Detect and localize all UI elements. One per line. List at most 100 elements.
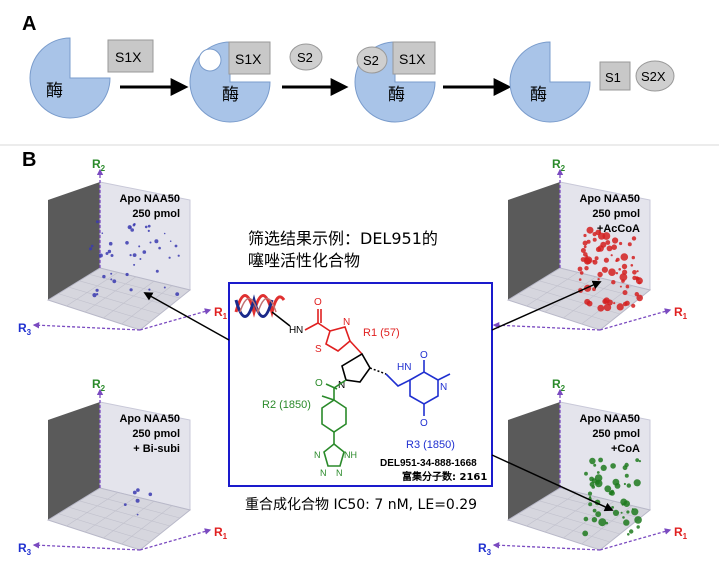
svg-text:O: O xyxy=(315,378,323,389)
data-point xyxy=(615,272,619,275)
svg-text:S1X: S1X xyxy=(235,51,262,67)
data-point xyxy=(616,303,624,311)
axis-label-r2: R2 xyxy=(92,377,106,393)
data-point xyxy=(130,228,134,232)
data-point xyxy=(610,254,613,257)
data-point xyxy=(108,241,113,246)
data-point xyxy=(595,511,602,518)
svg-text:S2X: S2X xyxy=(641,69,666,84)
data-point xyxy=(148,492,153,497)
data-point xyxy=(592,508,597,513)
data-point xyxy=(611,244,617,250)
r2-label: R2 (1850) xyxy=(262,399,311,411)
product-s2x: S2X xyxy=(635,60,675,92)
data-point xyxy=(612,237,619,244)
data-point xyxy=(625,284,630,289)
data-point xyxy=(591,485,595,489)
axis-label-r1: R1 xyxy=(214,525,228,541)
data-point xyxy=(632,275,637,281)
data-point xyxy=(580,248,586,253)
data-point xyxy=(619,285,622,288)
svg-text:HN: HN xyxy=(397,362,411,373)
data-point xyxy=(613,302,616,305)
data-point xyxy=(583,516,589,522)
data-point xyxy=(95,220,99,224)
data-point xyxy=(620,253,629,261)
data-point xyxy=(631,303,636,308)
product-s1: S1 xyxy=(599,61,631,91)
svg-text:酶: 酶 xyxy=(530,85,547,105)
data-point xyxy=(112,279,117,284)
panel-a-label: A xyxy=(22,13,36,35)
enzyme-step1: 酶 xyxy=(29,37,111,119)
data-point xyxy=(592,287,596,292)
data-point xyxy=(584,266,589,271)
data-point xyxy=(630,264,634,267)
data-point xyxy=(89,247,93,251)
svg-text:N: N xyxy=(320,468,327,478)
data-point xyxy=(132,490,137,495)
axis-r1 xyxy=(599,528,672,551)
axis-label-r2: R2 xyxy=(552,157,566,173)
data-point xyxy=(631,236,637,241)
svg-text:S1: S1 xyxy=(605,70,621,85)
data-point xyxy=(622,290,628,296)
data-point xyxy=(90,244,94,248)
cube-floor xyxy=(506,487,652,551)
data-point xyxy=(598,518,607,527)
data-point xyxy=(631,255,635,260)
data-point xyxy=(92,293,97,298)
svg-text:NH: NH xyxy=(344,450,357,460)
arrow-to-acoa xyxy=(491,280,602,331)
data-point xyxy=(596,471,600,474)
data-point xyxy=(107,249,112,254)
footer-ic50: 重合成化合物 IC50: 7 nM, LE=0.29 xyxy=(245,497,477,513)
cube-back-wall xyxy=(48,182,100,300)
cube-back-wall xyxy=(48,402,100,520)
data-point xyxy=(598,231,601,234)
axis-r1 xyxy=(599,308,672,331)
data-point xyxy=(144,225,148,229)
cube-title-line-3: +CoA xyxy=(611,443,640,455)
data-point xyxy=(110,254,114,257)
data-point xyxy=(138,245,141,248)
data-point xyxy=(629,529,634,534)
data-point xyxy=(631,508,634,511)
data-point xyxy=(627,533,630,536)
data-point xyxy=(615,257,620,262)
svg-text:N: N xyxy=(338,380,345,391)
data-point xyxy=(139,258,142,260)
compound-id: DEL951-34-888-1668 xyxy=(380,458,477,469)
data-point xyxy=(619,273,628,281)
data-point xyxy=(583,245,587,249)
svg-text:N: N xyxy=(336,468,343,478)
data-point xyxy=(638,460,642,463)
data-point xyxy=(168,256,171,259)
svg-text:S: S xyxy=(315,344,322,355)
data-point xyxy=(133,263,136,266)
data-point xyxy=(175,292,180,296)
data-point xyxy=(582,240,588,246)
data-point xyxy=(592,237,597,242)
data-point xyxy=(177,254,180,257)
data-point xyxy=(163,232,166,235)
cube-title-line-2: 250 pmol xyxy=(592,428,640,440)
data-point xyxy=(147,224,151,228)
data-point xyxy=(583,233,587,238)
axis-label-r3: R3 xyxy=(18,321,32,337)
data-point xyxy=(621,263,628,270)
data-point xyxy=(149,241,152,244)
data-point xyxy=(147,229,150,232)
data-point xyxy=(110,272,113,275)
panel-b-label: B xyxy=(22,149,36,171)
bound-s1x-step3: S1X xyxy=(392,41,436,75)
data-point xyxy=(602,232,611,240)
arrow-to-apo xyxy=(143,292,230,341)
data-point xyxy=(624,462,629,468)
data-point xyxy=(597,304,605,312)
data-point xyxy=(110,278,113,281)
data-point xyxy=(154,239,159,244)
data-point xyxy=(622,516,625,519)
